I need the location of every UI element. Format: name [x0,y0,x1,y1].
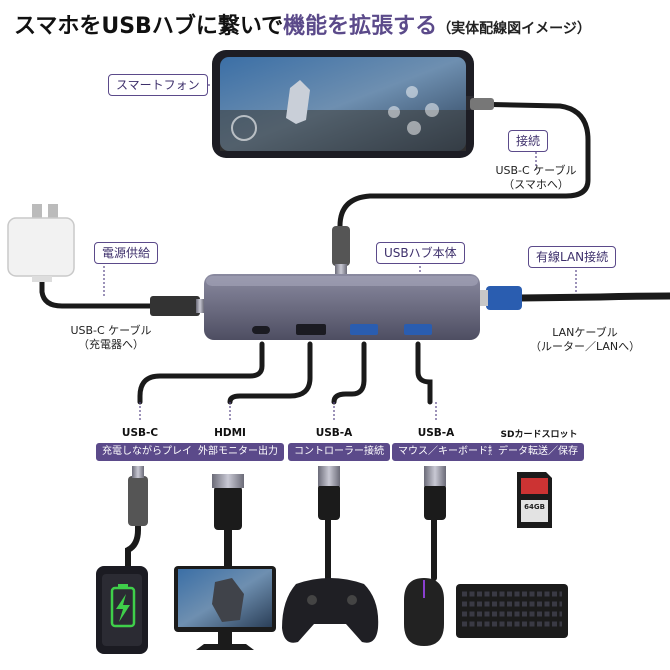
hdmi-down-cable [227,341,313,405]
phone-to-hub-plug [332,226,350,274]
note-phone-cable: USB-C ケーブル （スマホへ） [495,164,577,191]
gamepad [282,578,379,643]
label-smartphone: スマートフォン [108,74,208,96]
label-hub: USBハブ本体 [376,242,465,264]
usba-plug-1 [318,466,340,520]
cables [39,101,670,583]
usba-plug-2 [424,466,446,520]
sd-card-capacity: 64GB [524,503,545,511]
note-charger-cable: USB-C ケーブル （充電器へ） [70,324,152,351]
port-name-usba-2: USB-A [417,427,455,439]
port-use-hdmi: 外部モニター出力 [192,443,284,461]
label-power: 電源供給 [94,242,159,264]
charger-cable [39,269,153,309]
monitor [174,566,276,650]
charging-phone [96,566,148,654]
usba2-down-cable [415,341,433,405]
port-name-hdmi: HDMI [214,427,246,439]
port-name-sd: SDカードスロット [500,430,578,440]
charger-illustration [7,204,75,282]
keyboard [456,584,568,638]
phone-plug [470,98,494,110]
sd-card [517,472,552,528]
phone-cable [337,101,591,229]
title-part1: スマホをUSBハブに繋いで [14,14,284,39]
port-use-usba-1: コントローラー接続 [288,443,390,461]
title-accent: 機能を拡張する [283,14,438,39]
usbc-plug [128,466,148,526]
usbc-down-cable [137,341,265,405]
port-name-usba-1: USB-A [315,427,353,439]
page-title: スマホをUSBハブに繋いで機能を拡張する（実体配線図イメージ） [14,8,591,40]
note-lan-cable: LANケーブル （ルーター／LANへ） [530,326,641,353]
hdmi-plug [212,474,244,530]
mouse [404,578,444,646]
smartphone-illustration [212,50,474,158]
lan-cable [516,292,670,302]
usb-hub-illustration [150,274,522,340]
port-use-sd: データ転送／保存 [492,443,584,461]
usba1-down-cable [331,341,367,405]
title-note: （実体配線図イメージ） [437,21,591,37]
port-use-usba-2: マウス／キーボード接続 [392,443,514,461]
usbc-device-cable [125,517,141,569]
port-use-usbc: 充電しながらプレイ [96,443,198,461]
port-name-usbc: USB-C [121,427,159,439]
label-connect: 接続 [508,130,549,152]
label-lan: 有線LAN接続 [528,246,617,268]
